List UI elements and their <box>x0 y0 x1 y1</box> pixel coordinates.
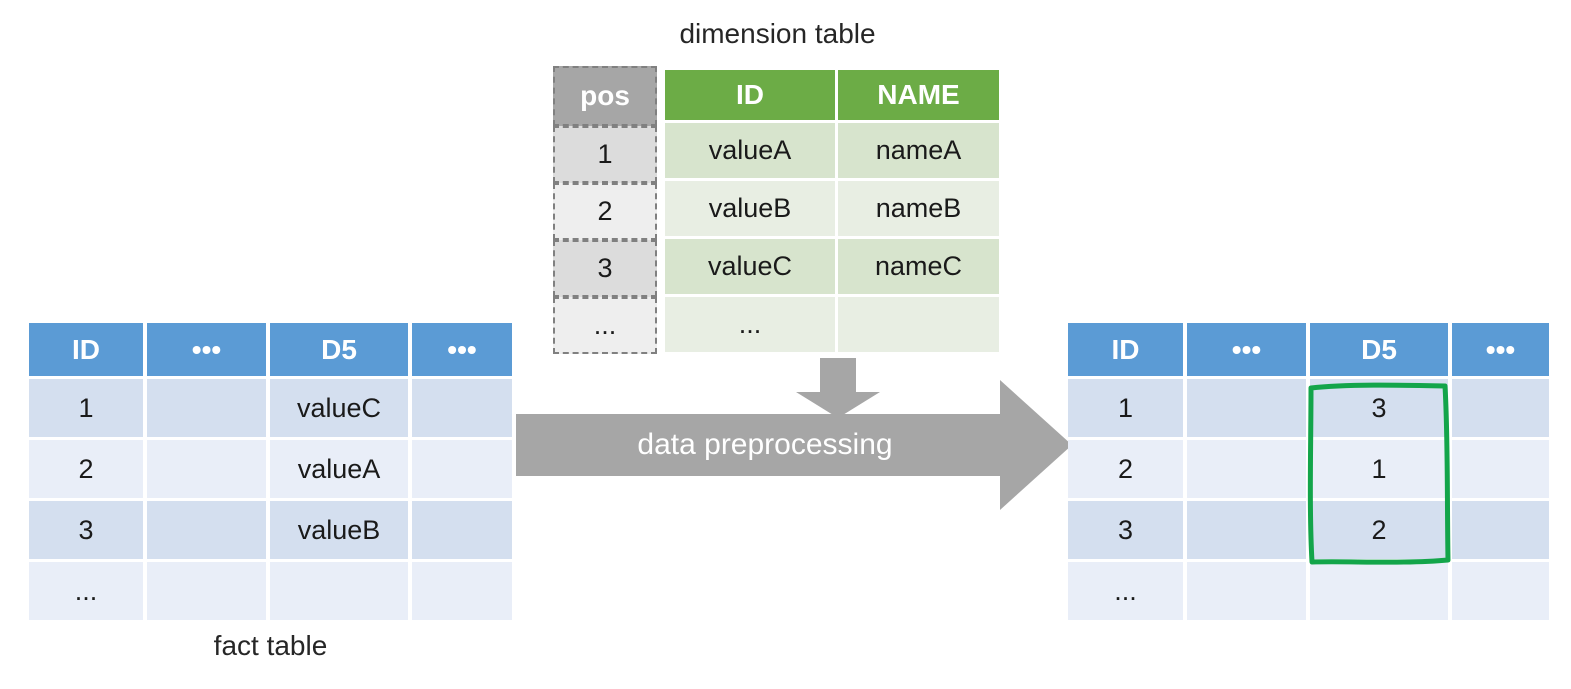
dimension-table: ID NAME valueA nameA valueB nameB valueC… <box>665 70 999 352</box>
fact-after-r4-c2 <box>1187 562 1306 620</box>
fact-after-r3-id: 3 <box>1068 501 1183 559</box>
fact-after-r2-id: 2 <box>1068 440 1183 498</box>
dimension-header-name: NAME <box>838 70 999 120</box>
pos-header-cell: pos <box>553 66 657 126</box>
fact-table-caption: fact table <box>213 630 328 661</box>
fact-before-r2-d5: valueA <box>270 440 408 498</box>
fact-before-r1-c2 <box>147 379 266 437</box>
fact-after-r2-c2 <box>1187 440 1306 498</box>
fact-before-header-id: ID <box>29 323 143 376</box>
pos-cell-2: 2 <box>553 183 657 240</box>
fact-table-after: ID ••• D5 ••• 1 3 2 1 3 2 ... <box>1068 323 1549 620</box>
dimension-cell-name-1: nameA <box>838 123 999 178</box>
fact-after-r1-c2 <box>1187 379 1306 437</box>
fact-before-r3-id: 3 <box>29 501 143 559</box>
fact-before-header-d5: D5 <box>270 323 408 376</box>
fact-after-r1-d5: 3 <box>1310 379 1448 437</box>
pos-cell-1: 1 <box>553 126 657 183</box>
fact-before-header-ellipsis-2: ••• <box>412 323 512 376</box>
fact-after-r3-c2 <box>1187 501 1306 559</box>
fact-before-r3-c2 <box>147 501 266 559</box>
fact-after-header-id: ID <box>1068 323 1183 376</box>
dimension-cell-id-3: valueC <box>665 239 835 294</box>
dimension-cell-id-2: valueB <box>665 181 835 236</box>
fact-before-r3-c4 <box>412 501 512 559</box>
fact-before-header-ellipsis-1: ••• <box>147 323 266 376</box>
fact-after-r1-c4 <box>1452 379 1549 437</box>
dimension-cell-name-2: nameB <box>838 181 999 236</box>
fact-before-r3-d5: valueB <box>270 501 408 559</box>
dimension-cell-name-3: nameC <box>838 239 999 294</box>
fact-before-r4-id: ... <box>29 562 143 620</box>
pos-column: pos 1 2 3 ... <box>553 66 657 356</box>
fact-after-header-ellipsis-1: ••• <box>1187 323 1306 376</box>
dimension-cell-id-1: valueA <box>665 123 835 178</box>
fact-before-r2-c2 <box>147 440 266 498</box>
fact-before-r1-id: 1 <box>29 379 143 437</box>
dimension-cell-id-4: ... <box>665 297 835 352</box>
fact-after-header-ellipsis-2: ••• <box>1452 323 1549 376</box>
process-arrow-label: data preprocessing <box>637 428 893 461</box>
fact-before-r2-c4 <box>412 440 512 498</box>
pos-cell-3: 3 <box>553 240 657 297</box>
dimension-cell-name-4 <box>838 297 999 352</box>
fact-after-r1-id: 1 <box>1068 379 1183 437</box>
dimension-header-id: ID <box>665 70 835 120</box>
fact-after-r4-d5 <box>1310 562 1448 620</box>
fact-after-r3-d5: 2 <box>1310 501 1448 559</box>
fact-after-r2-c4 <box>1452 440 1549 498</box>
dimension-table-caption: dimension table <box>679 18 876 49</box>
fact-before-r2-id: 2 <box>29 440 143 498</box>
horizontal-arrow-icon <box>516 380 1072 510</box>
pos-cell-4: ... <box>553 297 657 354</box>
fact-table-before: ID ••• D5 ••• 1 valueC 2 valueA 3 valueB… <box>29 323 512 620</box>
down-arrow-icon <box>796 358 880 418</box>
fact-before-r4-c2 <box>147 562 266 620</box>
fact-before-r4-c4 <box>412 562 512 620</box>
fact-before-r4-d5 <box>270 562 408 620</box>
fact-after-r3-c4 <box>1452 501 1549 559</box>
fact-before-r1-c4 <box>412 379 512 437</box>
fact-after-r4-c4 <box>1452 562 1549 620</box>
fact-after-r2-d5: 1 <box>1310 440 1448 498</box>
fact-before-r1-d5: valueC <box>270 379 408 437</box>
fact-after-header-d5: D5 <box>1310 323 1448 376</box>
fact-after-r4-id: ... <box>1068 562 1183 620</box>
